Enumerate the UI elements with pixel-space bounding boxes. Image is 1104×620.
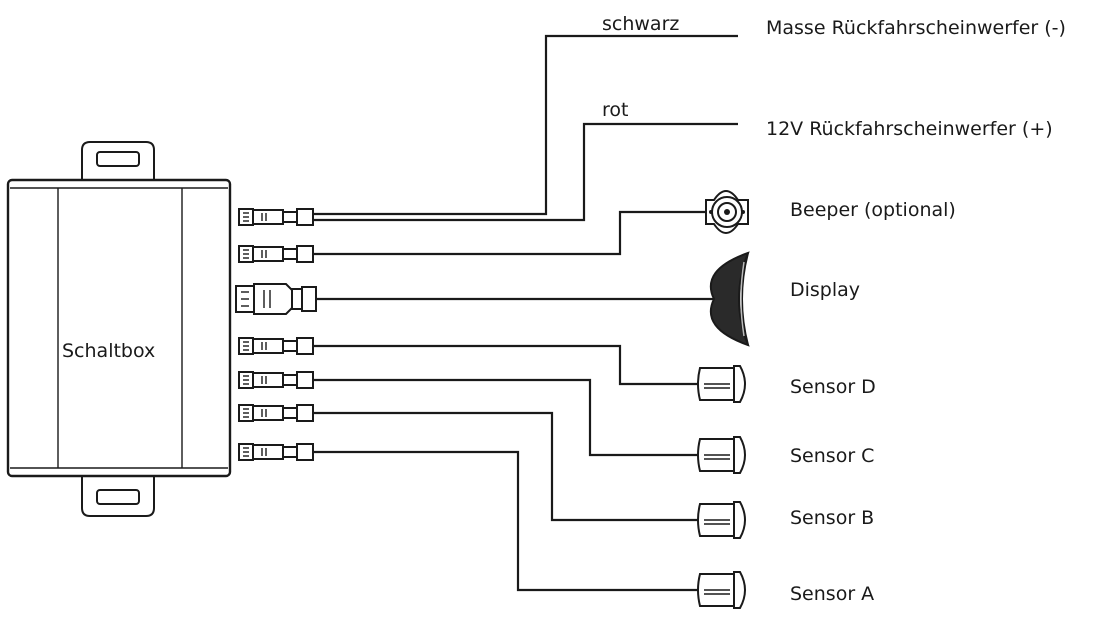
connector-row-6 <box>238 404 314 422</box>
bottom-mounting-bracket <box>81 473 155 517</box>
wire-red <box>313 122 738 222</box>
sensor-d-icon <box>697 365 746 403</box>
display-icon <box>709 251 750 347</box>
wire-black-description: Masse Rückfahrscheinwerfer (-) <box>766 17 1066 39</box>
display-label: Display <box>790 279 860 301</box>
wire-black <box>313 34 738 216</box>
connector-row-4 <box>238 337 314 355</box>
sensor-c-label: Sensor C <box>790 445 874 467</box>
control-box-label: Schaltbox <box>62 340 155 362</box>
sensor-b-icon <box>697 501 746 539</box>
wire-sensor-b <box>313 411 700 522</box>
wire-sensor-c <box>313 378 700 457</box>
wire-red-label: rot <box>602 99 628 121</box>
connector-display <box>235 283 317 315</box>
sensor-b-label: Sensor B <box>790 507 874 529</box>
connector-row-1 <box>238 208 314 226</box>
sensor-d-label: Sensor D <box>790 376 876 398</box>
beeper-icon <box>705 190 749 234</box>
control-box: Schaltbox <box>6 178 232 478</box>
connector-row-5 <box>238 371 314 389</box>
beeper-label: Beeper (optional) <box>790 199 956 221</box>
wire-red-description: 12V Rückfahrscheinwerfer (+) <box>766 118 1053 140</box>
sensor-a-label: Sensor A <box>790 583 874 605</box>
wire-black-label: schwarz <box>602 13 679 35</box>
wire-sensor-a <box>313 450 700 592</box>
sensor-a-icon <box>697 571 746 609</box>
wire-sensor-d <box>313 344 700 386</box>
top-mounting-bracket <box>81 141 155 183</box>
connector-row-2 <box>238 245 314 263</box>
wire-beeper <box>313 210 706 256</box>
connector-row-7 <box>238 443 314 461</box>
sensor-c-icon <box>697 436 746 474</box>
